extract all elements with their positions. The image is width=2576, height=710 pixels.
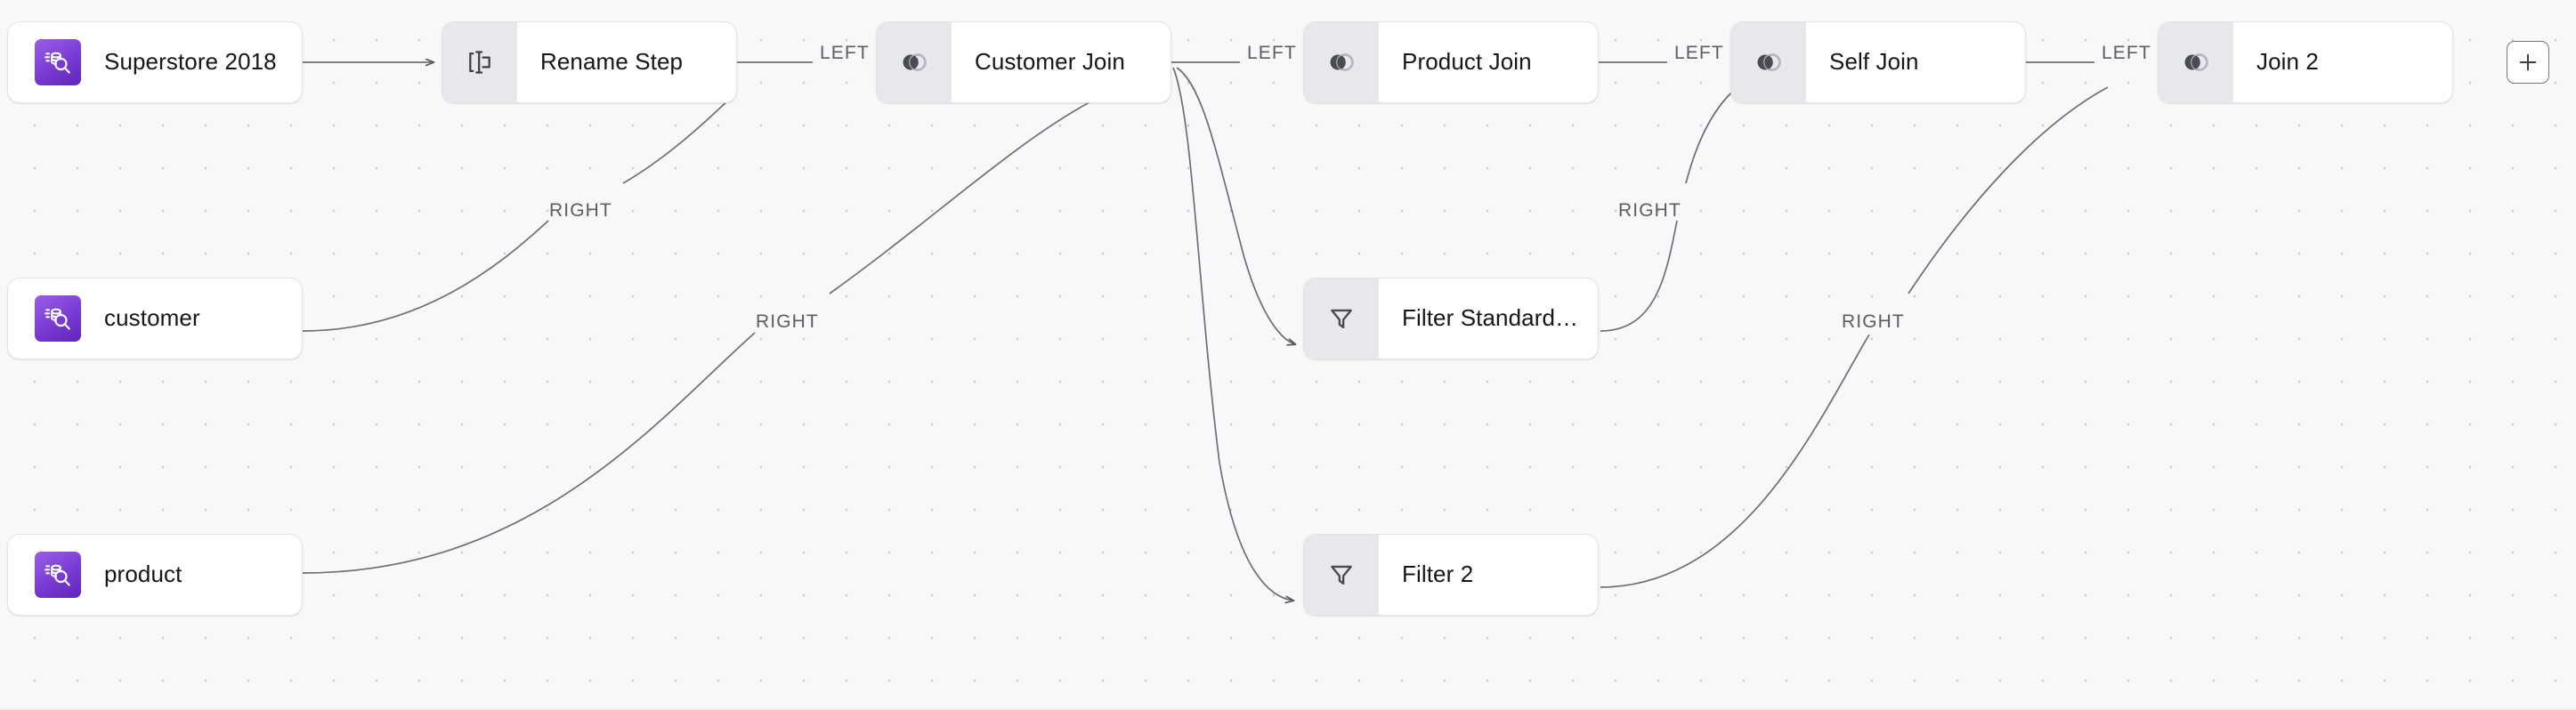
node-body: Customer Join (952, 22, 1171, 102)
data-source-icon (35, 295, 81, 342)
join-icon (1731, 22, 1806, 102)
edge-filter2-join2-2 (1908, 86, 2109, 294)
node-label: Customer Join (975, 48, 1125, 76)
edge-label-right: RIGHT (1618, 200, 1681, 221)
join-icon (1304, 22, 1379, 102)
node-label: Self Join (1829, 48, 1919, 76)
node-self-join[interactable]: Self Join (1730, 21, 2026, 103)
edge-product-customerjoin-2 (829, 92, 1109, 294)
edge-customerjoin-filter2 (1172, 67, 1293, 601)
node-filter-2[interactable]: Filter 2 (1303, 534, 1599, 616)
edge-label-left: LEFT (1247, 43, 1297, 63)
edge-label-left: LEFT (820, 43, 870, 63)
node-body: Product Join (1379, 22, 1598, 102)
edge-label-left: LEFT (1674, 43, 1724, 63)
node-body: Filter 2 (1379, 535, 1598, 615)
node-body: Join 2 (2233, 22, 2452, 102)
node-customer[interactable]: customer (7, 278, 303, 359)
node-filter-standard[interactable]: Filter Standard… (1303, 278, 1599, 359)
node-label: Superstore 2018 (104, 48, 277, 76)
node-customer-join[interactable]: Customer Join (876, 21, 1171, 103)
rename-icon (442, 22, 517, 102)
node-body: Self Join (1806, 22, 2025, 102)
edge-filterstd-selfjoin (1600, 220, 1678, 332)
node-label: Rename Step (540, 48, 684, 76)
node-label: Filter Standard… (1402, 304, 1579, 332)
data-source-icon (35, 39, 81, 85)
node-superstore-2018[interactable]: Superstore 2018 (7, 21, 303, 103)
edge-label-right: RIGHT (756, 311, 819, 332)
node-body: Filter Standard… (1379, 278, 1598, 359)
node-product[interactable]: product (7, 534, 303, 616)
edge-customer-rename (302, 220, 549, 332)
node-label: Join 2 (2256, 48, 2319, 76)
node-label: Filter 2 (1402, 561, 1474, 588)
edge-label-left: LEFT (2102, 43, 2151, 63)
edge-label-right: RIGHT (1842, 311, 1905, 332)
data-source-icon (35, 552, 81, 598)
filter-icon (1304, 535, 1379, 615)
node-label: Product Join (1402, 48, 1532, 76)
node-product-join[interactable]: Product Join (1303, 21, 1599, 103)
node-join-2[interactable]: Join 2 (2158, 21, 2453, 103)
edge-filter2-join2 (1600, 334, 1870, 588)
add-step-button[interactable] (2507, 41, 2549, 84)
node-body: Rename Step (517, 22, 736, 102)
node-label: product (104, 561, 182, 588)
edge-customerjoin-filterstd (1176, 67, 1295, 344)
plus-icon (2519, 53, 2537, 71)
join-icon (877, 22, 952, 102)
node-label: customer (104, 304, 200, 332)
edge-customer-rename-2 (622, 93, 736, 184)
edge-label-right: RIGHT (549, 200, 612, 221)
node-rename-step[interactable]: Rename Step (441, 21, 737, 103)
filter-icon (1304, 278, 1379, 359)
join-icon (2159, 22, 2233, 102)
edge-product-customerjoin (302, 332, 756, 574)
